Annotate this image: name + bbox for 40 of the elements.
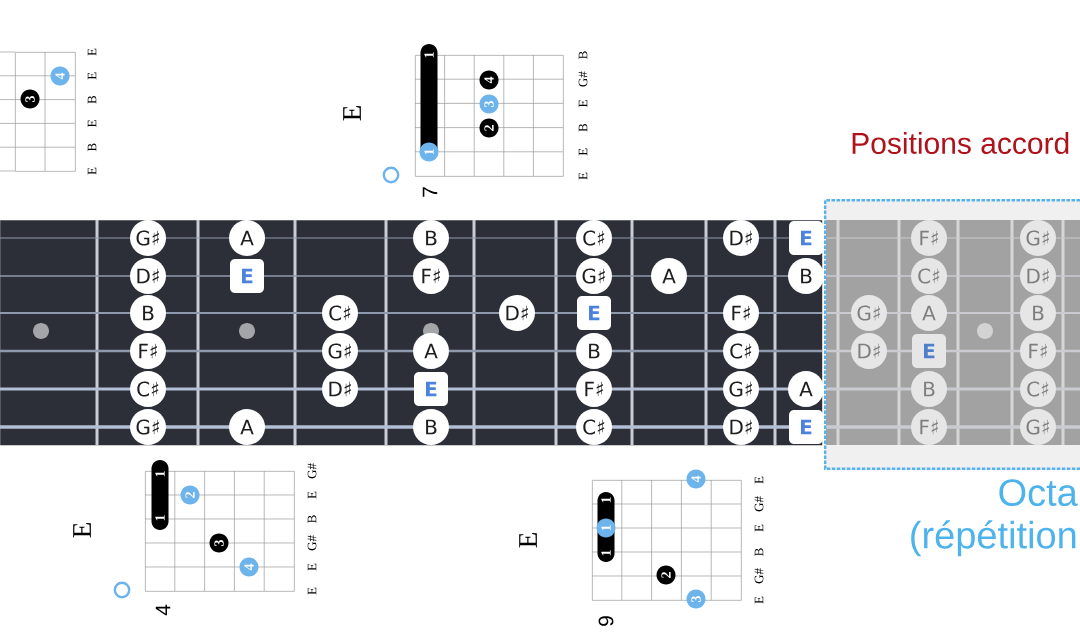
string-note-label: E xyxy=(307,587,317,595)
string-note-label: G# xyxy=(578,71,588,87)
string-note-label: G# xyxy=(754,568,764,584)
fret-number: 7 xyxy=(422,187,438,197)
string-note-label: B xyxy=(578,51,588,59)
string-note-label: E xyxy=(87,120,97,127)
string-note-label: E xyxy=(578,100,588,107)
string-note-label: E xyxy=(754,524,764,532)
finger-barre: 1 1 xyxy=(151,460,169,530)
string-note-label: E xyxy=(87,48,97,56)
string-note-label: B xyxy=(578,123,588,132)
root-note-square: E xyxy=(789,410,823,444)
chord-name: E xyxy=(519,533,537,548)
string-note-label: E xyxy=(754,596,764,604)
string-note-label: E xyxy=(87,167,97,175)
node-label: E xyxy=(801,419,812,435)
fret-number: 9 xyxy=(598,616,614,626)
root-note-square: E xyxy=(414,372,448,406)
string-note-label: E xyxy=(754,476,764,484)
string-note-label: E xyxy=(578,172,588,180)
heading-text: Positions accord xyxy=(852,132,1069,154)
root-note-square: E xyxy=(230,259,264,293)
root-note-square: E xyxy=(577,296,611,330)
string-note-label: B xyxy=(754,548,764,556)
string-note-label: E xyxy=(307,563,317,571)
chord-name: E xyxy=(73,523,91,538)
string-note-label: E xyxy=(307,491,317,499)
string-note-label: E xyxy=(87,72,97,80)
node-label: E xyxy=(801,230,812,246)
string-note-label: G# xyxy=(307,463,317,479)
chord-name: E xyxy=(343,106,361,121)
string-note-label: G# xyxy=(307,535,317,551)
string-note-label: B xyxy=(307,515,317,523)
string-note-label: E xyxy=(578,148,588,156)
caption-text: Octa (répétition xyxy=(911,479,1078,557)
string-note-label: B xyxy=(87,143,97,152)
string-note-label: B xyxy=(87,95,97,104)
root-note-square: E xyxy=(789,221,823,255)
fret-number: 4 xyxy=(155,604,171,616)
string-note-label: G# xyxy=(754,496,764,512)
